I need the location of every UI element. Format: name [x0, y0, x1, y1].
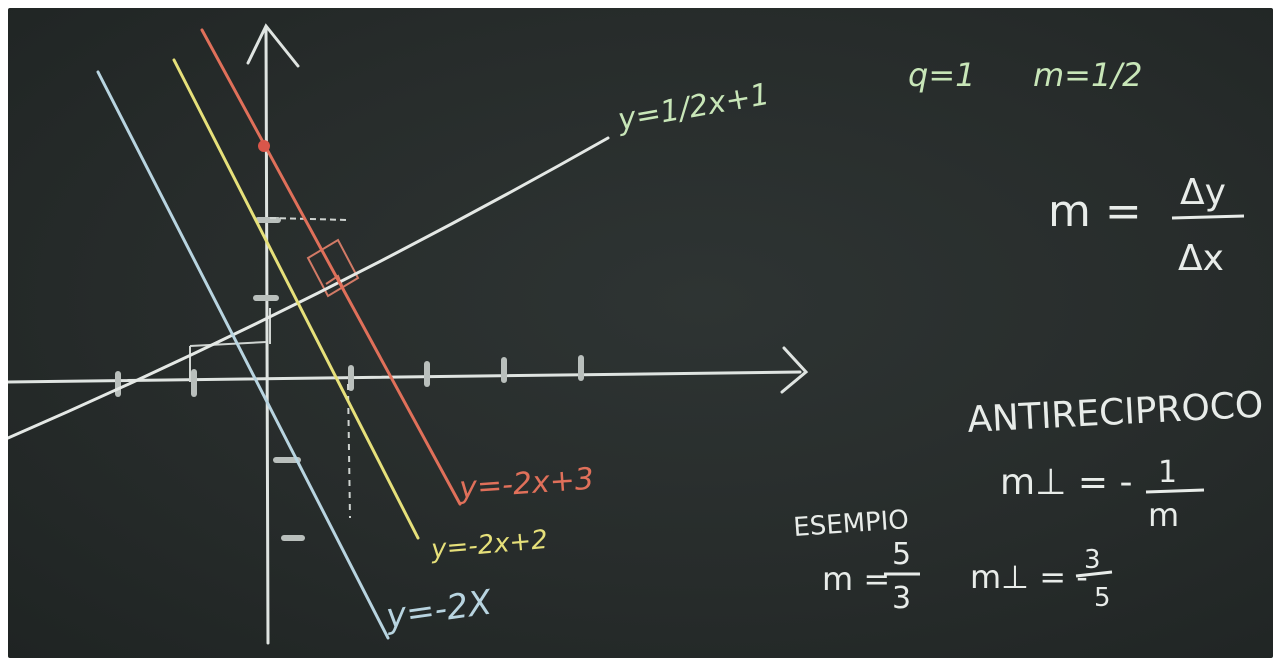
- line-y-minus2x-plus3: [200, 28, 462, 506]
- antireciprocal-lhs: m⊥ = -: [1000, 462, 1132, 503]
- chalkboard: y=1/2x+1 y=-2x+3 y=-2x+2 y=-2X q=1 m=1/2…: [8, 8, 1273, 658]
- construction-lines: [189, 217, 351, 519]
- coordinate-axes: [8, 23, 809, 645]
- label-line-1: y=1/2x+1: [614, 77, 772, 138]
- example-m-den: 3: [892, 581, 911, 616]
- intercept-point: [258, 140, 270, 152]
- line-y-minus2x: [96, 70, 390, 640]
- example-mperp-num: 3: [1084, 545, 1101, 575]
- x-axis-arrow: [780, 346, 809, 394]
- param-q: q=1: [908, 56, 975, 94]
- example-m-lhs: m =: [822, 560, 890, 598]
- slope-numerator: Δy: [1180, 172, 1226, 213]
- example-mperp-lhs: m⊥ = -: [970, 558, 1088, 596]
- example-block: ESEMPIO m = 5 3 m⊥ = - 3 5: [792, 505, 1113, 616]
- line-y-minus2x-plus2: [172, 58, 420, 540]
- chalk-drawing: y=1/2x+1 y=-2x+3 y=-2x+2 y=-2X q=1 m=1/2…: [8, 23, 1264, 645]
- example-m-num: 5: [892, 537, 911, 572]
- slope-lhs: m =: [1048, 186, 1142, 237]
- antireciprocal-title: ANTIRECIPROCO: [966, 385, 1264, 441]
- antireciprocal-numerator: 1: [1158, 455, 1177, 490]
- y-axis-arrow: [246, 23, 300, 68]
- label-line-2: y=-2x+3: [457, 462, 595, 506]
- label-line-3: y=-2x+2: [429, 525, 549, 565]
- example-mperp-den: 5: [1094, 583, 1111, 613]
- antireciprocal-denominator: m: [1148, 496, 1179, 534]
- antireciprocal-block: ANTIRECIPROCO m⊥ = - 1 m: [966, 385, 1264, 534]
- slope-denominator: Δx: [1178, 238, 1224, 279]
- label-line-4: y=-2X: [383, 582, 495, 637]
- line-y-half-x-plus-1: [8, 136, 610, 440]
- x-axis: [8, 370, 802, 384]
- tick-marks: [115, 217, 584, 541]
- param-m: m=1/2: [1033, 56, 1142, 94]
- y-axis: [264, 26, 270, 645]
- slope-formula: m = Δy Δx: [1048, 172, 1245, 279]
